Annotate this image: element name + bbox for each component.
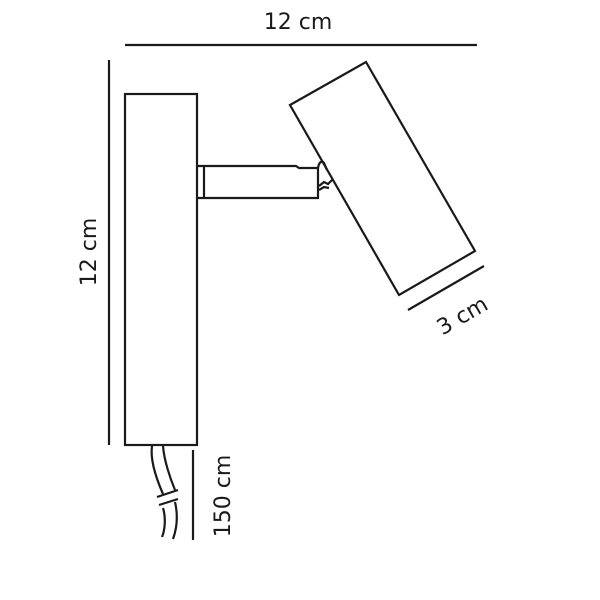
wall-plate — [123, 92, 199, 447]
arm — [197, 160, 333, 200]
cable-dimension-label: 150 cm — [211, 455, 236, 538]
width-dimension-label: 12 cm — [264, 10, 333, 35]
height-dimension-label: 12 cm — [77, 218, 102, 287]
head-dimension-line — [407, 265, 485, 311]
head-dimension-label: 3 cm — [433, 292, 493, 341]
cable — [150, 445, 179, 540]
spot-head — [288, 60, 477, 297]
